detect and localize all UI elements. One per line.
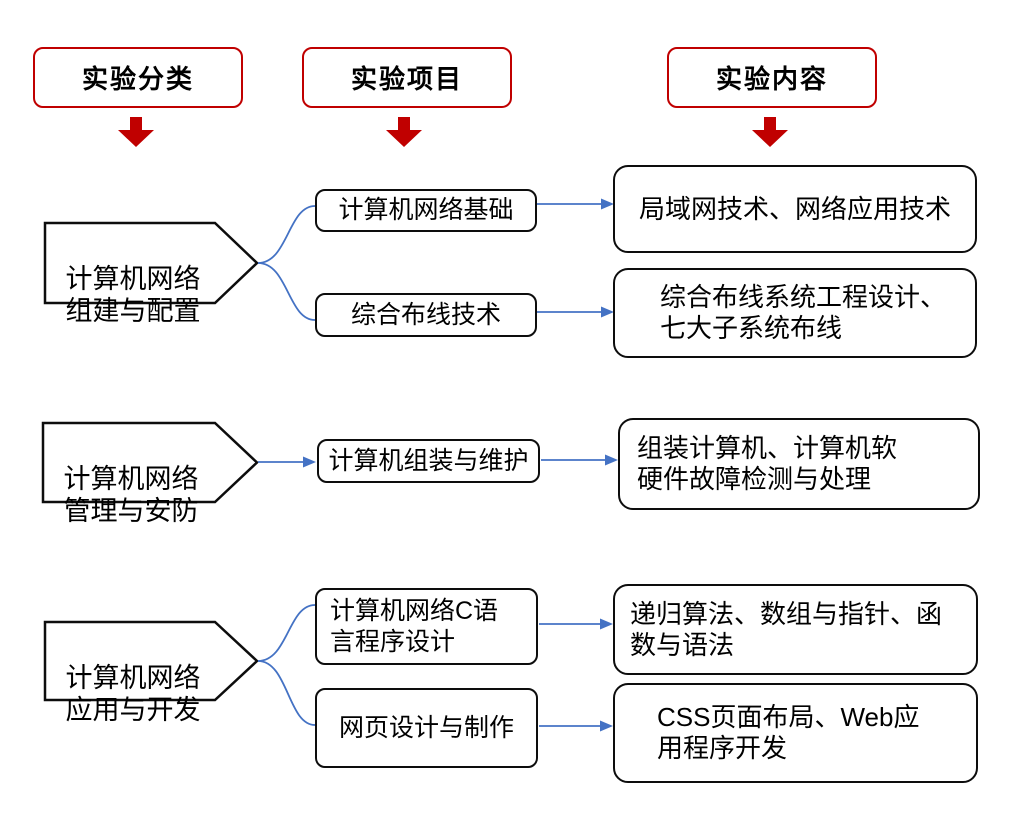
column-header-label: 实验内容: [715, 64, 828, 94]
down-arrow-icon: [386, 117, 422, 147]
column-header-category: 实验分类: [33, 47, 243, 108]
flow-arrowhead-icon: [600, 618, 613, 630]
project-box: 网页设计与制作: [315, 688, 538, 768]
category-label-text: 计算机网络 组建与配置: [65, 264, 201, 326]
flow-arrowhead-icon: [600, 720, 613, 732]
category-pentagon: [41, 421, 259, 504]
category-pentagon: [43, 221, 259, 305]
flow-arrowhead-icon: [605, 454, 618, 466]
project-box-label: 计算机网络C语 言程序设计: [330, 596, 499, 656]
content-box: 综合布线系统工程设计、 七大子系统布线: [613, 268, 977, 358]
project-box-label: 网页设计与制作: [338, 713, 514, 742]
content-box: 递归算法、数组与指针、函 数与语法: [613, 584, 978, 675]
content-box: 组装计算机、计算机软 硬件故障检测与处理: [618, 418, 980, 510]
project-box: 计算机组装与维护: [317, 439, 540, 483]
project-box-label: 综合布线技术: [350, 300, 501, 329]
branch-connector: [257, 660, 316, 726]
flow-arrowhead-icon: [303, 456, 316, 468]
project-box: 计算机网络C语 言程序设计: [315, 588, 538, 665]
content-box-label: 局域网技术、网络应用技术: [638, 193, 951, 224]
project-box: 计算机网络基础: [315, 189, 537, 232]
category-label-text: 计算机网络 管理与安防: [63, 464, 199, 526]
down-arrow-icon: [118, 117, 154, 147]
down-arrow-icon: [752, 117, 788, 147]
project-box: 综合布线技术: [315, 293, 537, 337]
column-header-project: 实验项目: [302, 47, 512, 108]
branch-connector: [257, 262, 316, 321]
category-pentagon: [43, 620, 259, 702]
category-label-text: 计算机网络 应用与开发: [65, 663, 201, 725]
project-box-label: 计算机组装与维护: [328, 446, 529, 475]
content-box-label: 组装计算机、计算机软 硬件故障检测与处理: [637, 433, 898, 494]
branch-connector: [257, 604, 316, 662]
flow-arrowhead-icon: [601, 198, 614, 210]
content-box: 局域网技术、网络应用技术: [613, 165, 977, 253]
column-header-label: 实验项目: [350, 64, 463, 94]
content-box-label: CSS页面布局、Web应 用程序开发: [657, 702, 920, 763]
flow-arrowhead-icon: [601, 306, 614, 318]
category-label: 计算机网络 应用与开发: [48, 630, 218, 726]
content-box: CSS页面布局、Web应 用程序开发: [613, 683, 978, 783]
content-box-label: 递归算法、数组与指针、函 数与语法: [630, 598, 943, 660]
category-label: 计算机网络 管理与安防: [46, 431, 216, 527]
column-header-label: 实验分类: [81, 64, 194, 94]
content-box-label: 综合布线系统工程设计、 七大子系统布线: [660, 282, 947, 343]
project-box-label: 计算机网络基础: [338, 196, 514, 224]
branch-connector: [257, 205, 316, 264]
category-label: 计算机网络 组建与配置: [48, 231, 218, 327]
column-header-content: 实验内容: [667, 47, 877, 108]
